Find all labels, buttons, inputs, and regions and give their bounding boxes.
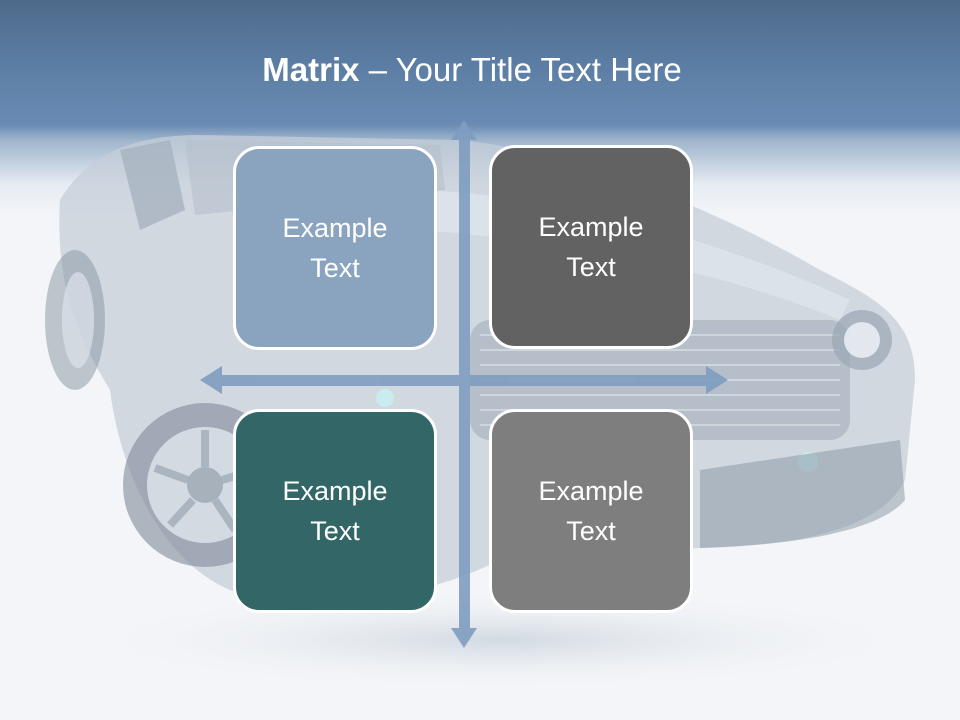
matrix-box-bottom-left-text: Example Text [282,476,388,546]
arrow-left-head [200,366,222,394]
arrow-up-head [451,120,477,140]
matrix-box-bottom-right: Example Text [489,409,693,613]
arrow-down-head [451,628,477,648]
matrix-box-bottom-left: Example Text [233,409,437,613]
matrix-box-top-left-text: Example Text [282,213,388,283]
title-bold-part: Matrix [262,51,360,88]
horizontal-arrow-shaft [222,375,706,386]
arrow-right-head [706,366,728,394]
matrix-box-top-left: Example Text [233,146,437,350]
slide-title: Matrix – Your Title Text Here [0,50,944,90]
matrix-box-top-right: Example Text [489,145,693,349]
matrix-box-bottom-right-text: Example Text [538,476,644,546]
matrix-box-top-right-text: Example Text [538,212,644,282]
title-rest-part: – Your Title Text Here [359,51,682,88]
